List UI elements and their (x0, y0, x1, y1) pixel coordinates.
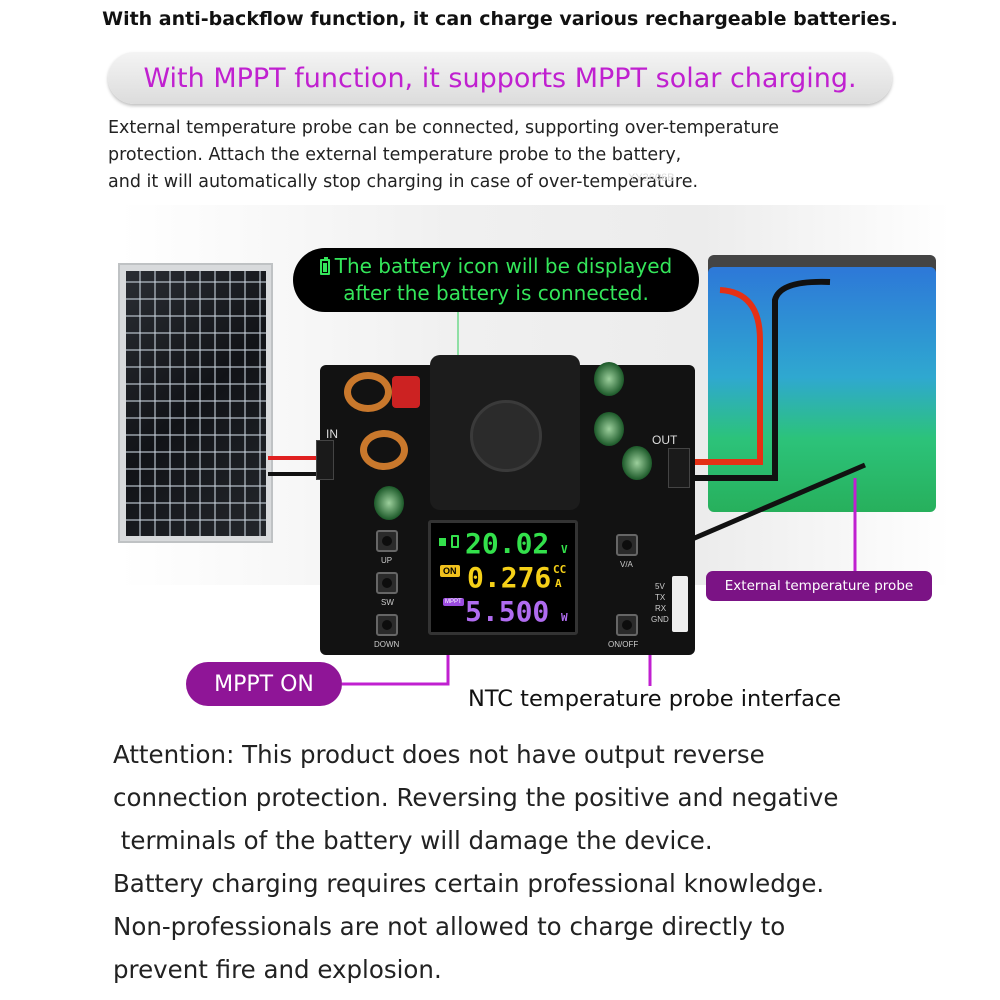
pin-tx: TX (655, 593, 666, 602)
lcd-voltage: 20.02 (465, 527, 550, 560)
red-capacitor (392, 376, 420, 408)
board-out-label: OUT (652, 433, 678, 447)
pin-gnd: GND (651, 615, 669, 624)
battery-status-icon (451, 535, 459, 548)
sw-button[interactable] (376, 572, 398, 594)
board-model: XY3606B (628, 172, 675, 184)
probe-cable (689, 462, 866, 543)
uart-connector (672, 576, 688, 632)
battery-icon (319, 256, 330, 275)
lcd-current: 0.276 (467, 561, 552, 594)
inductor-coil-1 (344, 372, 392, 412)
battery-callout-line-1: The battery icon will be displayed (334, 254, 673, 278)
capacitor-4 (374, 486, 404, 520)
mppt-banner-text: With MPPT function, it supports MPPT sol… (143, 62, 857, 94)
board-in-label: IN (326, 427, 338, 441)
speaker-icon (439, 538, 446, 546)
up-button-label: UP (381, 556, 393, 565)
sw-button-label: SW (381, 598, 394, 607)
attention-line-4: Battery charging requires certain profes… (113, 869, 825, 898)
down-button-label: DOWN (374, 640, 400, 649)
attention-line-1: Attention: This product does not have ou… (113, 740, 765, 769)
mppt-on-label: MPPT ON (186, 662, 342, 706)
temp-probe-line-2: protection. Attach the external temperat… (108, 145, 682, 165)
lcd-power-unit: W (561, 611, 568, 624)
battery-pack (708, 267, 936, 512)
output-terminal (668, 448, 690, 488)
attention-line-2: connection protection. Reversing the pos… (113, 783, 839, 812)
lcd-display: 20.02 V ON 0.276 CC A MPPT 5.500 W (428, 520, 578, 635)
va-button-label: V/A (620, 560, 633, 569)
lcd-current-unit: A (555, 577, 562, 590)
attention-line-5: Non-professionals are not allowed to cha… (113, 912, 786, 941)
lcd-voltage-unit: V (561, 543, 568, 556)
solar-panel-cells (126, 271, 266, 536)
down-button[interactable] (376, 614, 398, 636)
onoff-button[interactable] (616, 614, 638, 636)
ntc-interface-label: NTC temperature probe interface (468, 686, 842, 712)
inductor-coil-2 (360, 430, 408, 470)
fan-hub (470, 400, 542, 472)
lcd-on-badge: ON (440, 565, 460, 577)
attention-notice: Attention: This product does not have ou… (113, 733, 973, 991)
capacitor-3 (622, 446, 652, 480)
output-black-wire (680, 278, 831, 481)
attention-line-3: terminals of the battery will damage the… (113, 826, 713, 855)
va-button[interactable] (616, 534, 638, 556)
onoff-button-label: ON/OFF (608, 640, 639, 649)
battery-callout-line-2: after the battery is connected. (343, 281, 649, 305)
up-button[interactable] (376, 530, 398, 552)
external-probe-label: External temperature probe (706, 571, 932, 601)
mppt-banner: With MPPT function, it supports MPPT sol… (108, 52, 892, 104)
pin-5v: 5V (655, 582, 665, 591)
lcd-current-mode: CC (553, 563, 567, 576)
attention-line-6: prevent fire and explosion. (113, 955, 442, 984)
output-red-wire (680, 287, 763, 465)
capacitor-1 (594, 362, 624, 396)
temp-probe-line-1: External temperature probe can be connec… (108, 118, 780, 138)
battery-icon-callout: The battery icon will be displayed after… (293, 248, 699, 312)
lcd-mppt-badge: MPPT (443, 598, 464, 606)
lcd-power: 5.500 (465, 595, 550, 628)
capacitor-2 (594, 412, 624, 446)
pin-rx: RX (655, 604, 667, 613)
headline: With anti-backflow function, it can char… (102, 8, 898, 30)
input-terminal (316, 440, 334, 480)
temp-probe-line-3: and it will automatically stop charging … (108, 172, 699, 192)
